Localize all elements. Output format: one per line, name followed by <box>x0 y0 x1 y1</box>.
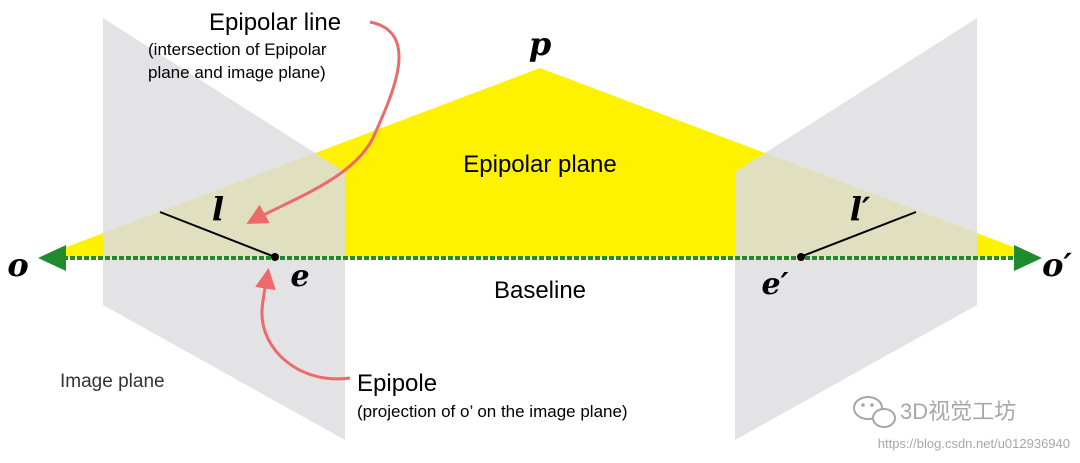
epipolar-line-right-label: l′ <box>850 190 871 228</box>
baseline-arrowhead-right <box>1014 245 1042 271</box>
camera-center-left-label: o <box>7 246 28 284</box>
epipole-point-right <box>797 253 805 261</box>
epipolar-line-callout-arrow <box>246 20 401 225</box>
left-plane-overlap <box>103 68 345 257</box>
wechat-icon <box>853 396 896 428</box>
epipolar-line-callout-note-2: plane and image plane) <box>148 63 326 82</box>
image-plane-label: Image plane <box>60 371 165 392</box>
right-plane-overlap <box>735 68 977 257</box>
epipole-callout-note: (projection of o’ on the image plane) <box>357 402 628 421</box>
watermark: 3D视觉工坊 https://blog.csdn.net/u012936940 <box>853 396 1070 451</box>
watermark-brand: 3D视觉工坊 <box>900 399 1016 424</box>
baseline-arrowhead-left <box>38 245 66 271</box>
epipolar-line-callout-title: Epipolar line <box>209 9 341 36</box>
epipole-right-label: e′ <box>762 267 789 302</box>
baseline-label: Baseline <box>494 277 586 304</box>
epipole-left-label: e <box>290 259 309 294</box>
epipolar-line-right <box>799 211 917 258</box>
camera-center-right-label: o′ <box>1042 246 1072 284</box>
epipole-callout-title: Epipole <box>357 370 437 397</box>
epipole-callout-arrow <box>255 267 351 381</box>
epipolar-line-left <box>159 211 276 258</box>
epipole-point-left <box>271 253 279 261</box>
watermark-url: https://blog.csdn.net/u012936940 <box>878 436 1070 451</box>
epipolar-line-callout-note-1: (intersection of Epipolar <box>148 40 327 59</box>
point-p-label: p <box>529 25 551 63</box>
epipolar-plane-label: Epipolar plane <box>463 151 616 178</box>
epipolar-line-left-label: l <box>212 190 224 228</box>
